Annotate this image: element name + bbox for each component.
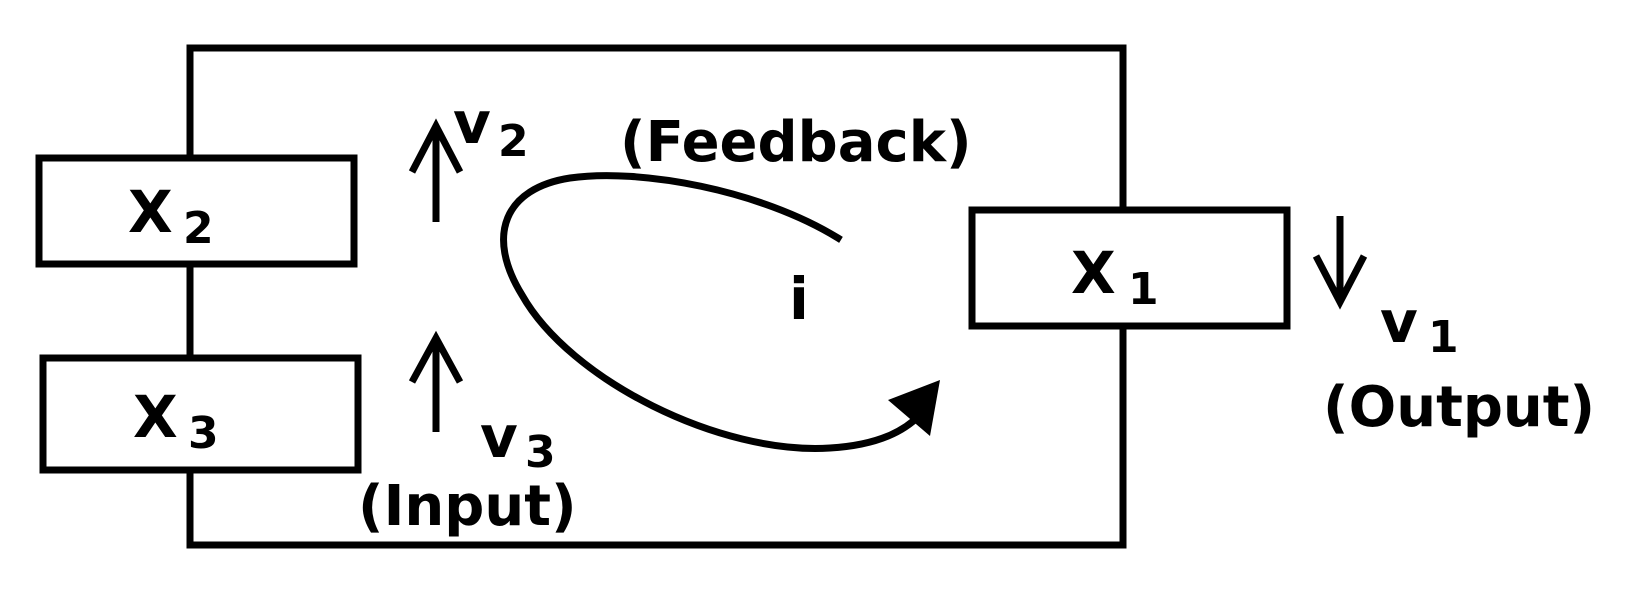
down-arrow-icon xyxy=(1312,216,1368,310)
v3-subscript: 3 xyxy=(525,427,556,478)
up-arrow-icon xyxy=(408,330,464,432)
circuit-wires xyxy=(186,44,1127,549)
voltage-v2: v 2 xyxy=(408,89,529,222)
current-symbol: i xyxy=(789,265,809,333)
x2-symbol: X xyxy=(128,178,173,246)
component-x1: X 1 xyxy=(968,206,1291,330)
v2-subscript: 2 xyxy=(498,116,529,167)
v1-caption: (Output) xyxy=(1323,375,1595,440)
component-x3: X 3 xyxy=(39,354,362,474)
feedback-loop: i (Feedback) xyxy=(500,110,972,452)
v3-caption: (Input) xyxy=(358,474,577,539)
v1-subscript: 1 xyxy=(1428,312,1459,363)
component-x2: X 2 xyxy=(35,154,358,268)
v2-symbol: v xyxy=(453,89,491,157)
x1-subscript: 1 xyxy=(1128,264,1159,315)
x1-symbol: X xyxy=(1071,239,1116,307)
x2-subscript: 2 xyxy=(183,203,214,254)
x3-box xyxy=(39,354,362,474)
current-caption: (Feedback) xyxy=(620,110,972,175)
v3-symbol: v xyxy=(480,403,518,471)
feedback-arrowhead-icon xyxy=(888,380,940,436)
x3-subscript: 3 xyxy=(188,408,219,459)
voltage-v1: v 1 (Output) xyxy=(1312,216,1595,440)
x2-box xyxy=(35,154,358,268)
up-arrow-icon xyxy=(408,118,464,222)
x1-box xyxy=(968,206,1291,330)
x3-symbol: X xyxy=(133,383,178,451)
voltage-v3: v 3 (Input) xyxy=(358,330,577,539)
v1-symbol: v xyxy=(1380,288,1418,356)
feedback-loop-curve xyxy=(500,172,925,452)
